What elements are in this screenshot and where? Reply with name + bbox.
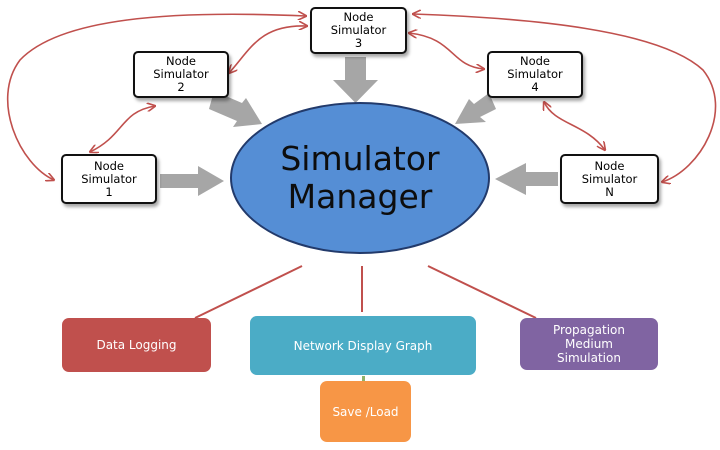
link-node2-node1 — [90, 106, 155, 152]
module-label: Propagation Medium Simulation — [553, 323, 625, 365]
connector-propagation — [427, 265, 537, 319]
node-label-line3: N — [605, 184, 614, 199]
module-network-display-graph[interactable]: Network Display Graph — [250, 316, 476, 375]
link-node3-node4 — [409, 33, 484, 69]
connector-save-load — [362, 376, 365, 381]
module-label: Save /Load — [332, 404, 399, 419]
link-node3-node1 — [6, 14, 306, 180]
node-label-line2: Simulator — [581, 171, 638, 186]
node-simulator-n[interactable]: Node Simulator N — [560, 154, 659, 204]
node-label-line3: 3 — [354, 36, 363, 50]
node-label-line3: 2 — [177, 80, 185, 94]
flow-arrow-nodeN — [495, 163, 558, 195]
node-label-line3: 1 — [105, 184, 113, 199]
link-node3-node2 — [229, 26, 307, 73]
node-label-line1: Node — [93, 158, 124, 173]
node-simulator-2[interactable]: Node Simulator 2 — [133, 51, 229, 98]
module-save-load[interactable]: Save /Load — [320, 381, 411, 442]
node-simulator-1[interactable]: Node Simulator 1 — [61, 154, 157, 204]
node-label-line2: Simulator — [330, 23, 387, 37]
node-label-line1: Node — [343, 10, 374, 24]
node-label-line1: Node — [165, 54, 196, 68]
link-node4-nodeN — [544, 102, 605, 150]
node-label-line2: Simulator — [81, 171, 137, 186]
node-label-line2: Simulator — [153, 67, 209, 81]
simulator-manager[interactable]: Simulator Manager — [230, 102, 490, 254]
module-label: Data Logging — [96, 338, 177, 352]
flow-arrow-node3 — [333, 57, 378, 103]
flow-arrow-node1 — [160, 166, 224, 196]
node-label-line2: Simulator — [507, 67, 563, 81]
module-propagation-medium-simulation[interactable]: Propagation Medium Simulation — [520, 318, 658, 370]
manager-label-line2: Manager — [287, 177, 433, 216]
module-label: Network Display Graph — [293, 338, 433, 353]
node-simulator-4[interactable]: Node Simulator 4 — [487, 51, 583, 98]
connector-data-logging — [194, 265, 303, 319]
manager-label-line1: Simulator — [280, 139, 440, 178]
node-label-line1: Node — [594, 158, 625, 173]
node-label-line1: Node — [519, 54, 550, 68]
link-node3-nodeN — [413, 14, 717, 182]
node-simulator-3[interactable]: Node Simulator 3 — [310, 7, 407, 54]
node-label-line3: 4 — [531, 80, 539, 94]
module-data-logging[interactable]: Data Logging — [62, 318, 211, 372]
